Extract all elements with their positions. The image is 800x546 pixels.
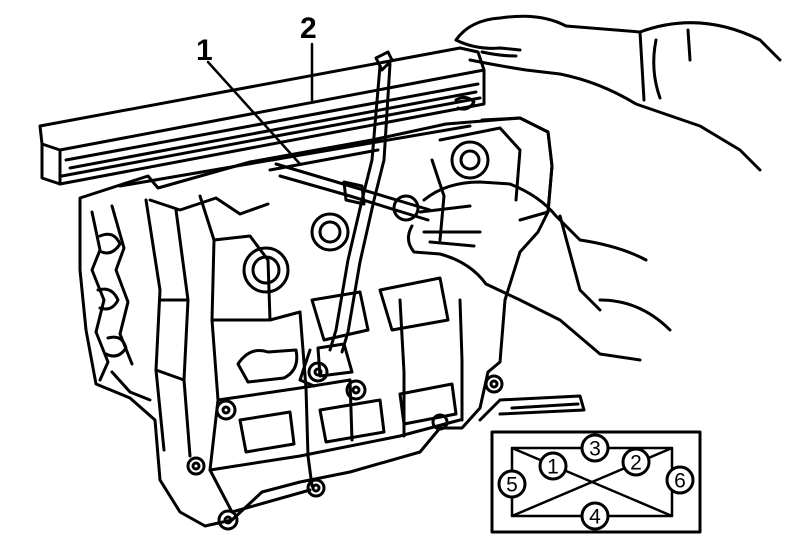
sequence-number: 2 xyxy=(630,452,642,475)
feeler-gauge-tool xyxy=(268,50,432,388)
callout-label-straightedge: 2 xyxy=(300,12,317,45)
sequence-number: 3 xyxy=(589,438,601,461)
back-hand xyxy=(454,14,782,172)
front-hand xyxy=(407,180,672,362)
sequence-inset xyxy=(490,430,702,534)
sequence-number: 5 xyxy=(506,474,518,497)
engine-block xyxy=(78,116,586,531)
sequence-number: 6 xyxy=(674,470,686,493)
callout-leaders xyxy=(206,42,314,166)
sequence-number: 1 xyxy=(547,456,559,479)
callout-label-feeler-gauge: 1 xyxy=(196,34,213,67)
straightedge xyxy=(38,46,486,186)
sequence-number: 4 xyxy=(589,506,601,529)
